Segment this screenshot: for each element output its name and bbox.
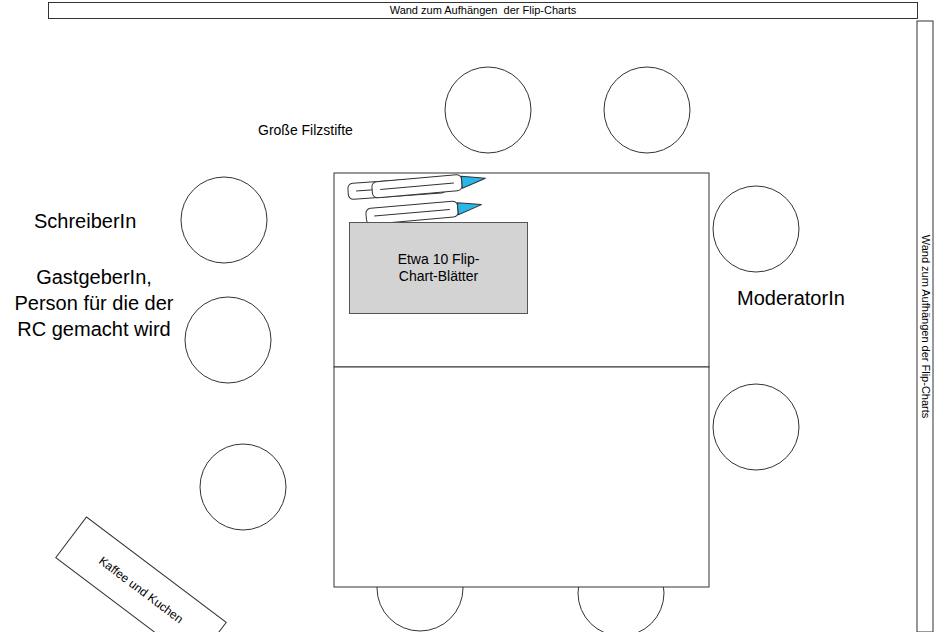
flipchart-stack: Etwa 10 Flip-Chart-Blätter [349,222,528,314]
role-label: ModeratorIn [737,285,845,311]
chair [185,297,271,383]
chair [713,186,799,272]
chair [181,177,267,263]
pen-label: Große Filzstifte [258,121,353,139]
wall-band: Wand zum Aufhängen der Flip-Charts [48,2,918,19]
wall-band: Wand zum Aufhängen der Flip-Charts [917,21,934,632]
marker-pens [348,172,487,224]
chair [200,444,286,530]
table-half [334,367,709,587]
node-text: Etwa 10 Flip-Chart-Blätter [379,251,499,285]
node-text: Kaffee und Kuchen [96,554,186,627]
table-half [334,173,709,367]
role-label: SchreiberIn [34,208,136,234]
chair [713,384,799,470]
chair [445,67,531,153]
node-text: Wand zum Aufhängen der Flip-Charts [390,4,577,17]
refreshment-table: Kaffee und Kuchen [55,516,227,632]
role-label: GastgeberIn, Person für die der RC gemac… [8,264,180,342]
node-text: Wand zum Aufhängen der Flip-Charts [918,235,931,419]
chair [604,67,690,153]
